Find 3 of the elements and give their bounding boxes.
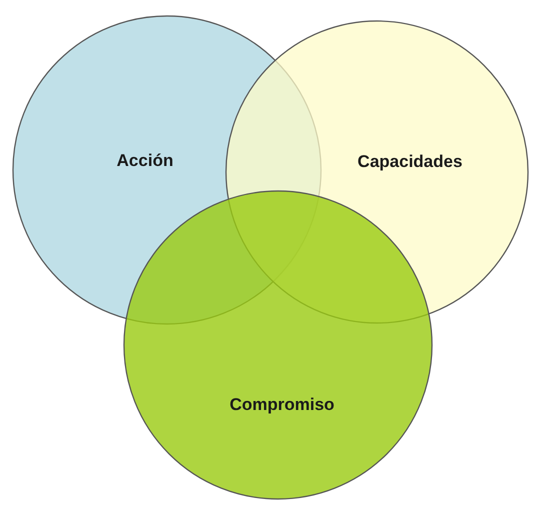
circle-label: Capacidades bbox=[358, 152, 462, 172]
circle-label: Acción bbox=[116, 151, 174, 171]
circle-label: Compromiso bbox=[230, 395, 334, 415]
